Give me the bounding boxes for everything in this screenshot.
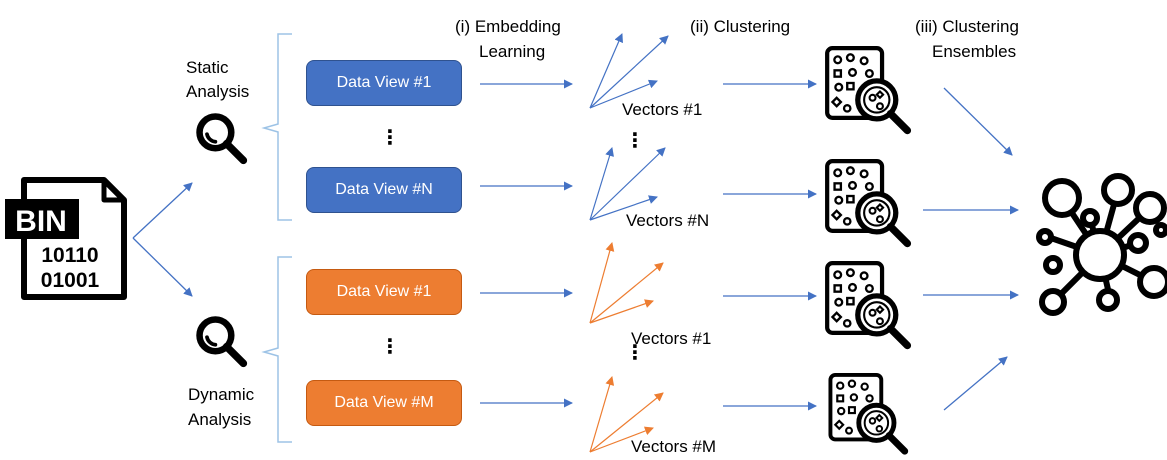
- static-analysis-label-line2: Analysis: [186, 82, 250, 101]
- stage-ensembles-title-line1: (iii) Clustering: [915, 17, 1019, 36]
- bits-line-1: 10110: [41, 244, 98, 267]
- static-vectors-last-label: Vectors #N: [626, 211, 710, 230]
- bin-badge-text: BIN: [15, 205, 67, 238]
- static-vectors-n-fan: [589, 147, 666, 221]
- stage-clustering-title: (ii) Clustering: [690, 17, 791, 36]
- dynamic-vectors-m-fan: [589, 376, 664, 453]
- cluster-scan-icon: [827, 263, 907, 345]
- cluster-scan-icon: [827, 161, 907, 243]
- static-vectors-first-label: Vectors #1: [622, 100, 703, 119]
- bits-line-2: 01001: [41, 269, 100, 292]
- static-vectors-1-fan: [589, 33, 669, 109]
- binary-file-icon: BIN 10110 01001: [5, 177, 127, 300]
- dynamic-views-ellipsis: ⋮: [380, 336, 400, 358]
- arrow-clustering-4-to-ensemble: [943, 356, 1008, 411]
- network-graph-icon: [1036, 173, 1167, 316]
- dynamic-bracket: [261, 256, 292, 443]
- static-views-ellipsis: ⋮: [380, 127, 400, 149]
- dynamic-vectors-last-label: Vectors #M: [631, 437, 717, 456]
- static-data-view-last: Data View #N: [306, 167, 462, 213]
- arrow-clustering-1-to-ensemble: [943, 87, 1013, 156]
- static-data-view-first: Data View #1: [306, 60, 462, 106]
- stage-ensembles-title-line2: Ensembles: [932, 42, 1017, 61]
- static-analysis-magnifier-icon: [200, 117, 244, 161]
- stage-embedding-title-line1: (i) Embedding: [455, 17, 561, 36]
- static-vectors-ellipsis: ⋮: [625, 130, 645, 152]
- static-analysis-label-line1: Static: [186, 58, 229, 77]
- dynamic-analysis-magnifier-icon: [200, 320, 244, 364]
- dynamic-analysis-label-line2: Analysis: [188, 410, 252, 429]
- cluster-scan-icon: [827, 48, 907, 130]
- dynamic-vectors-1-fan: [589, 242, 664, 324]
- arrow-file-to-dynamic: [132, 237, 193, 297]
- arrow-file-to-static: [132, 182, 193, 239]
- cluster-scan-icon: [830, 375, 904, 451]
- dynamic-data-view-last: Data View #M: [306, 380, 462, 426]
- dynamic-data-view-first: Data View #1: [306, 269, 462, 315]
- static-bracket: [261, 33, 292, 221]
- dynamic-vectors-ellipsis: ⋮: [625, 342, 645, 364]
- dynamic-analysis-label-line1: Dynamic: [188, 385, 255, 404]
- stage-embedding-title-line2: Learning: [479, 42, 546, 61]
- dynamic-vectors-first-label: Vectors #1: [631, 329, 712, 348]
